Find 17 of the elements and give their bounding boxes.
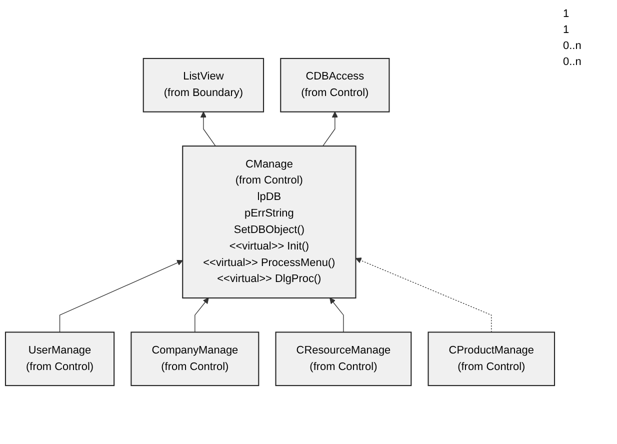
node-box: ListView (from Boundary) [142,58,264,112]
node-box: CDBAccess (from Control) [280,58,390,112]
arrow [59,260,183,333]
node-box: CompanyManage (from Control) [130,332,260,386]
multiplicity-label: 0..n [563,56,582,68]
node-box: CResourceManage (from Control) [275,332,412,386]
node-box: CManage (from Control) lpDB pErrString SetDBObject() <<virtual>> Init() <<virtual>> ProcessMenu() <<virtual>> DlgProc() [182,146,356,298]
arrow [200,112,216,146]
arrow [330,298,344,333]
arrow [322,112,338,146]
arrow [194,298,209,333]
multiplicity-label: 1 [563,8,570,20]
node-box: UserManage (from Control) [4,332,115,386]
node-box: CProductManage (from Control) [428,332,556,386]
arrow [355,258,492,333]
multiplicity-label: 1 [563,24,570,36]
multiplicity-label: 0..n [563,40,582,52]
